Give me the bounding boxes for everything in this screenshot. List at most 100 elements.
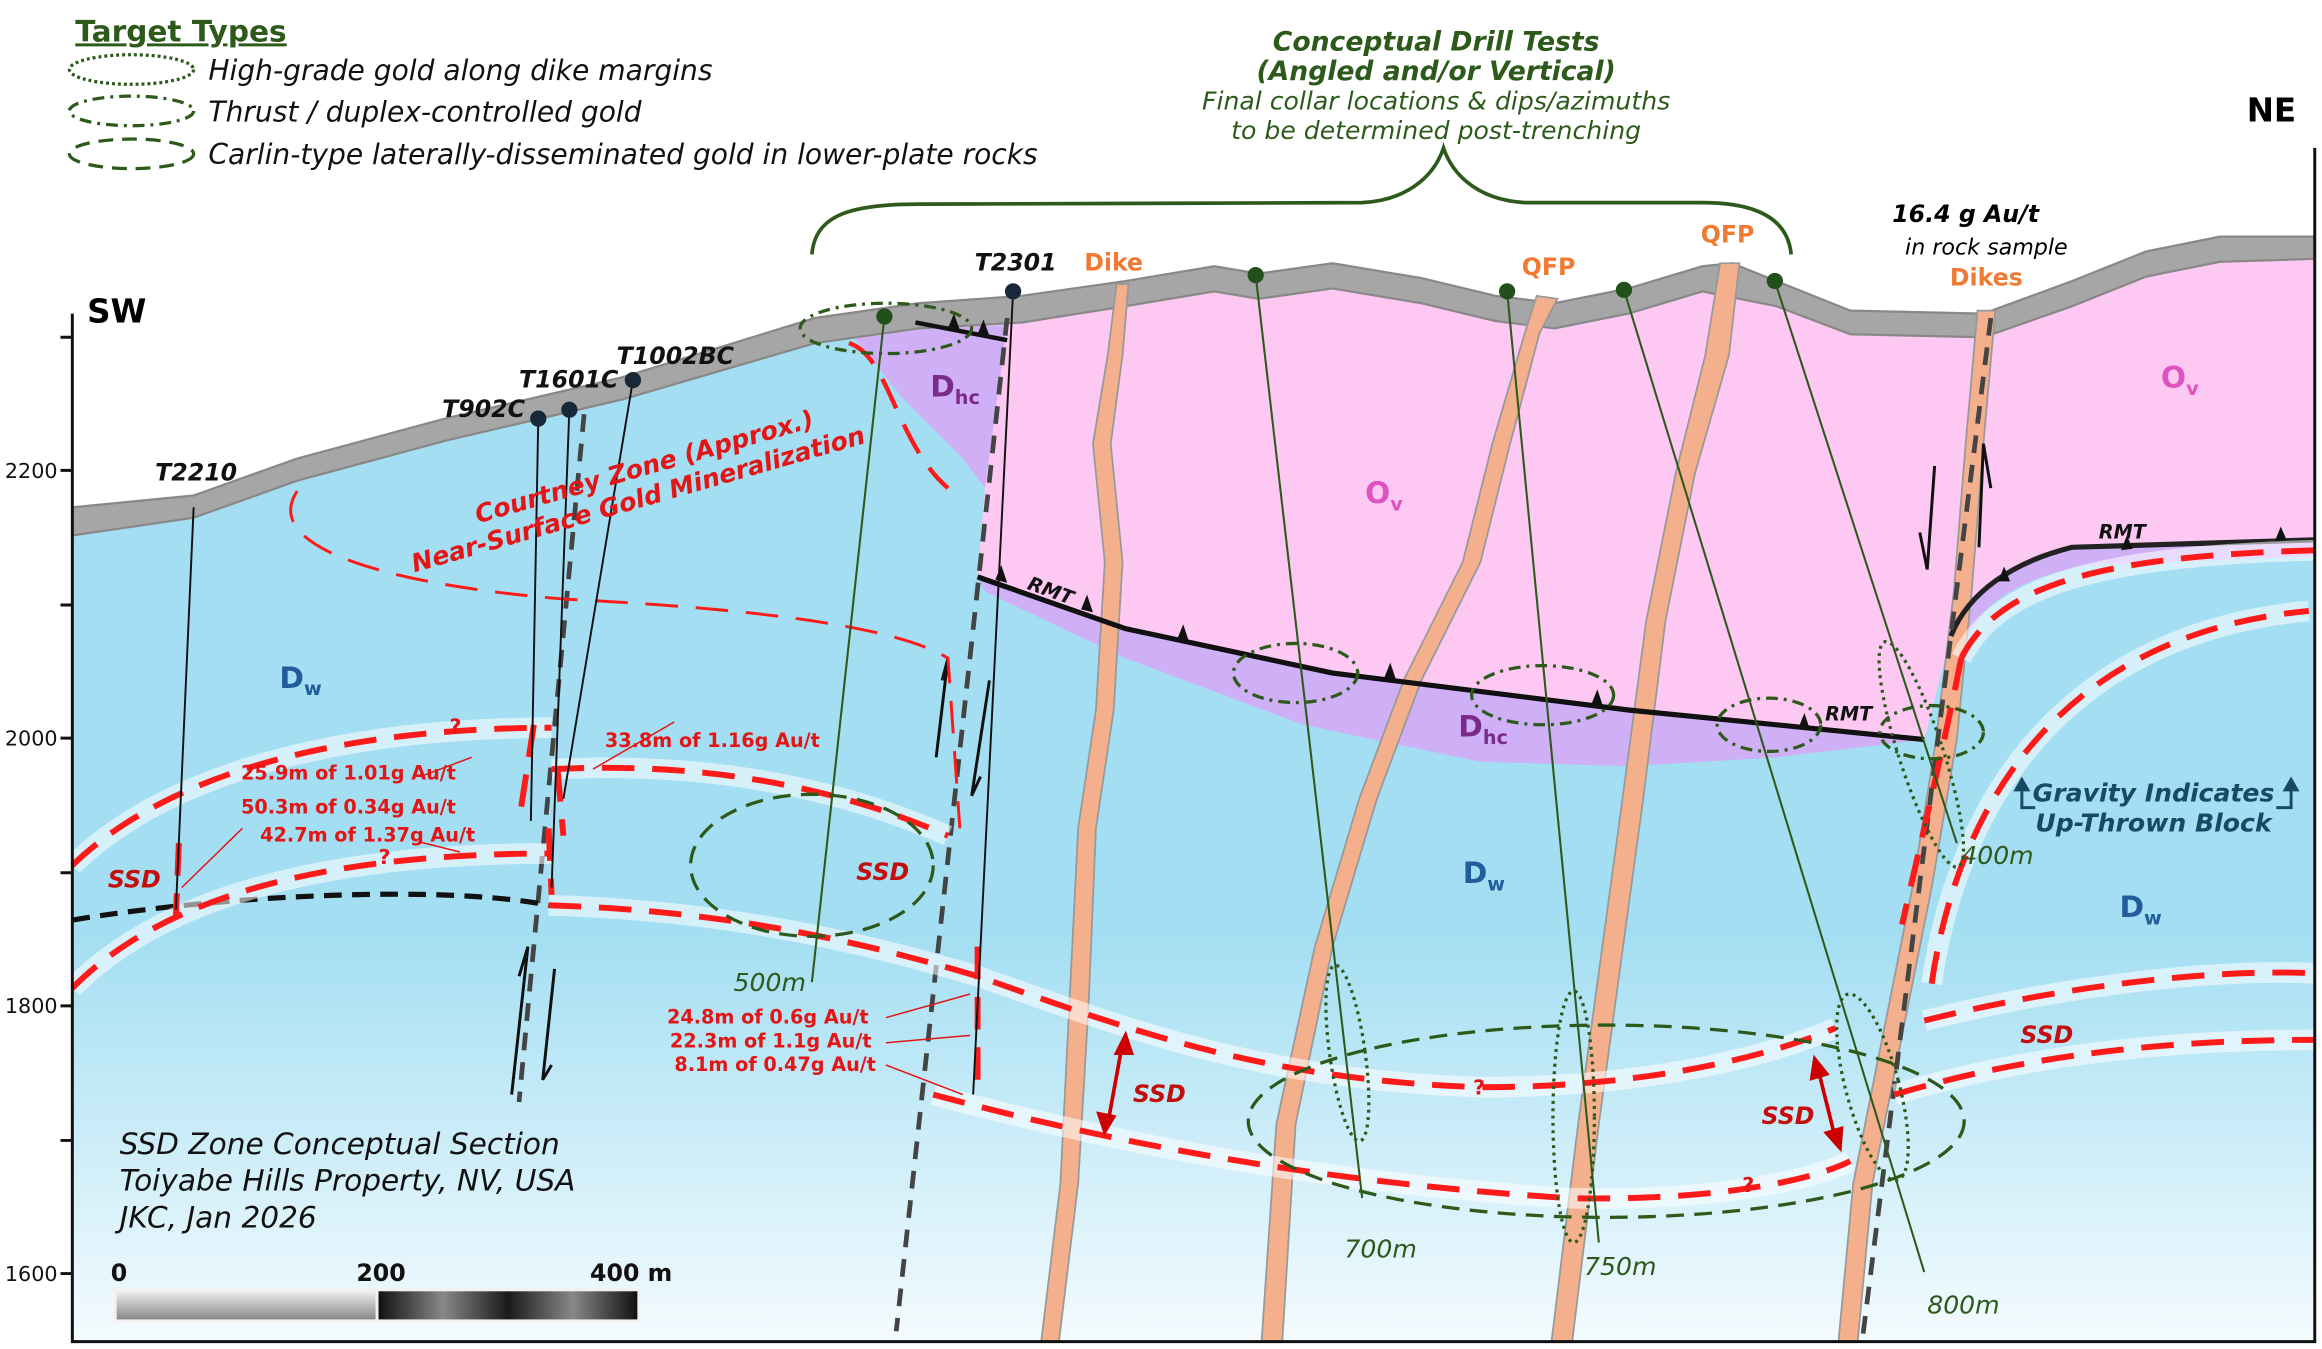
- drill-tests-brace: [810, 142, 1793, 255]
- svg-text:400m: 400m: [1961, 841, 2033, 870]
- svg-text:750m: 750m: [1584, 1252, 1656, 1281]
- ssd-thickness-arrows: [1096, 1030, 1844, 1153]
- svg-text:Dw: Dw: [279, 661, 322, 700]
- svg-text:SSD Zone Conceptual Section: SSD Zone Conceptual Section: [120, 1127, 560, 1161]
- elevation-axis-labels: 2200 2000 1800 1600: [5, 459, 58, 1286]
- svg-text:Ov: Ov: [1365, 476, 1403, 515]
- svg-text:8.1m of 0.47g Au/t: 8.1m of 0.47g Au/t: [674, 1053, 876, 1076]
- legend-labels: High-grade gold along dike margins Thrus…: [208, 54, 1038, 171]
- svg-text:Ov: Ov: [2161, 361, 2199, 400]
- svg-text:2000: 2000: [5, 727, 58, 751]
- dashed-ellipse-icon: [67, 137, 196, 171]
- svg-text:SSD: SSD: [1133, 1080, 1186, 1108]
- svg-text:(Angled and/or Vertical): (Angled and/or Vertical): [1257, 56, 1616, 87]
- svg-text:2200: 2200: [5, 459, 58, 483]
- svg-text:24.8m of 0.6g Au/t: 24.8m of 0.6g Au/t: [667, 1006, 869, 1029]
- svg-text:QFP: QFP: [1701, 221, 1755, 249]
- unit-labels: Dhc Dhc Ov Ov Dw Dw Dw: [279, 361, 2199, 930]
- svg-text:Thrust / duplex-controlled gol: Thrust / duplex-controlled gold: [208, 95, 641, 128]
- fault-line: [516, 413, 587, 1103]
- direction-sw: SW: [87, 292, 146, 330]
- intrusive-labels: Dike QFP QFP Dikes: [1084, 221, 2023, 292]
- ssd-horizons: [64, 341, 2316, 1209]
- section-caption: SSD Zone Conceptual Section Toiyabe Hill…: [115, 1127, 576, 1235]
- unit-dhc-area-right: [1950, 539, 2315, 651]
- gravity-note: Gravity Indicates Up-Thrown Block: [2033, 779, 2275, 838]
- svg-text:Dikes: Dikes: [1950, 263, 2023, 291]
- conceptual-drill-traces: [810, 275, 1958, 1273]
- thrust-fault-upper: [915, 320, 1008, 343]
- svg-text:T1002BC: T1002BC: [617, 342, 735, 370]
- svg-text:T2301: T2301: [975, 249, 1057, 277]
- svg-text:1800: 1800: [5, 994, 58, 1018]
- ssd-labels: SSD SSD SSD SSD SSD: [108, 858, 2073, 1130]
- svg-text:25.9m of 1.01g Au/t: 25.9m of 1.01g Au/t: [241, 762, 456, 785]
- inferred-contact: [71, 891, 550, 923]
- drill-depth-labels: 500m 700m 750m 800m 400m: [734, 841, 2034, 1320]
- legend-title: Target Types: [75, 14, 286, 48]
- svg-text:Gravity Indicates: Gravity Indicates: [2033, 779, 2275, 808]
- svg-text:SSD: SSD: [108, 866, 161, 894]
- direction-ne: NE: [2247, 91, 2296, 129]
- svg-text:22.3m of 1.1g Au/t: 22.3m of 1.1g Au/t: [670, 1029, 872, 1052]
- svg-text:?: ?: [379, 845, 391, 869]
- rock-sample-grade: 16.4 g Au/t: [1892, 200, 2041, 228]
- svg-text:400 m: 400 m: [590, 1259, 672, 1287]
- target-ellipses: [688, 301, 1986, 1245]
- svg-text:High-grade gold along dike mar: High-grade gold along dike margins: [208, 54, 712, 87]
- fault-line: [893, 317, 1010, 1332]
- unit-ov-area: [888, 258, 2315, 740]
- rock-sample-note: in rock sample: [1905, 234, 2068, 260]
- frame: [60, 147, 2317, 1344]
- svg-text:800m: 800m: [1927, 1291, 1999, 1320]
- svg-text:33.8m of 1.16g Au/t: 33.8m of 1.16g Au/t: [605, 729, 820, 752]
- svg-text:0: 0: [111, 1259, 127, 1287]
- svg-text:JKC, Jan 2026: JKC, Jan 2026: [115, 1201, 317, 1235]
- svg-text:SSD: SSD: [856, 858, 909, 886]
- svg-text:Toiyabe Hills Property, NV, US: Toiyabe Hills Property, NV, USA: [120, 1164, 576, 1198]
- svg-text:T902C: T902C: [442, 395, 526, 423]
- svg-text:?: ?: [450, 715, 462, 739]
- unit-dhc-area: [851, 325, 1008, 489]
- svg-text:200: 200: [356, 1259, 405, 1287]
- svg-text:Up-Thrown Block: Up-Thrown Block: [2035, 808, 2273, 837]
- drill-collars: [530, 283, 1022, 427]
- intercept-leaders: [181, 721, 971, 1096]
- svg-text:RMT: RMT: [2099, 520, 2148, 543]
- svg-text:Conceptual Drill Tests: Conceptual Drill Tests: [1273, 26, 1600, 57]
- svg-text:700m: 700m: [1344, 1234, 1416, 1263]
- svg-text:QFP: QFP: [1522, 253, 1576, 281]
- svg-text:50.3m of 0.34g Au/t: 50.3m of 0.34g Au/t: [241, 796, 456, 819]
- fault-motion-arrows: [510, 443, 1993, 1095]
- drill-tests-heading: Conceptual Drill Tests (Angled and/or Ve…: [1202, 26, 1670, 145]
- svg-text:1600: 1600: [5, 1262, 58, 1286]
- dash-dot-ellipse-icon: [67, 94, 196, 128]
- drill-hole-labels: T2210 T902C T1601C T1002BC T2301: [155, 249, 1056, 487]
- svg-text:42.7m of 1.37g Au/t: 42.7m of 1.37g Au/t: [260, 824, 475, 847]
- svg-text:Dw: Dw: [2120, 890, 2163, 929]
- svg-text:SSD: SSD: [1762, 1102, 1815, 1130]
- svg-text:SSD: SSD: [2020, 1021, 2073, 1049]
- svg-text:Dike: Dike: [1084, 249, 1143, 277]
- svg-text:T1601C: T1601C: [519, 366, 619, 394]
- svg-text:500m: 500m: [734, 968, 806, 997]
- svg-text:Final collar locations & dips/: Final collar locations & dips/azimuths: [1202, 86, 1670, 115]
- query-marks: ? ? ? ?: [379, 715, 1755, 1198]
- svg-text:Dhc: Dhc: [930, 369, 980, 408]
- up-arrow-icon: [2013, 776, 2300, 810]
- assay-intercepts: 33.8m of 1.16g Au/t 25.9m of 1.01g Au/t …: [241, 729, 876, 1076]
- svg-text:to be determined post-trenchin: to be determined post-trenching: [1231, 116, 1641, 145]
- unit-dhc-area-lower: [977, 576, 1925, 767]
- svg-text:Carlin-type laterally-dissemin: Carlin-type laterally-disseminated gold …: [208, 138, 1038, 171]
- rmt-thrust-fault: [976, 574, 1925, 743]
- svg-text:RMT: RMT: [1825, 702, 1874, 725]
- svg-text:?: ?: [1473, 1076, 1485, 1100]
- svg-text:Dhc: Dhc: [1458, 710, 1508, 749]
- scale-bar: 0 200 400 m: [111, 1259, 672, 1323]
- conceptual-collars: [876, 266, 1783, 325]
- dotted-ellipse-icon: [67, 53, 196, 86]
- drill-hole-traces: [174, 291, 1015, 1095]
- svg-text:Dw: Dw: [1463, 856, 1506, 895]
- svg-text:T2210: T2210: [155, 459, 237, 487]
